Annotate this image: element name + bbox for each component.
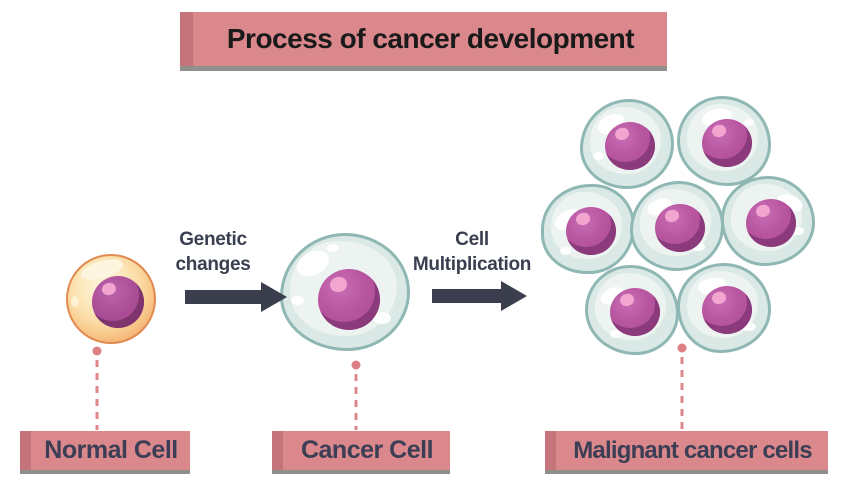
cell-nucleus (702, 286, 752, 334)
connector-malignant-cells (677, 343, 687, 430)
cell-highlight (373, 312, 391, 324)
malignant-cell (630, 181, 724, 271)
cell-highlight (291, 296, 304, 305)
stage-label-text: Normal Cell (44, 436, 178, 464)
cell-highlight (744, 119, 754, 126)
stage-label-normal-cell: Normal Cell (20, 431, 190, 474)
cell-nucleus (318, 269, 380, 330)
cell-highlight (742, 322, 756, 331)
transition-label-cell-multiplication: Cell Multiplication (402, 227, 542, 277)
cancer-cell-illustration (280, 233, 410, 351)
cell-nucleus (605, 122, 655, 170)
cell-highlight (610, 330, 622, 338)
cell-highlight (71, 296, 79, 307)
nucleus-highlight (710, 290, 727, 306)
cell-nucleus (610, 288, 660, 336)
label-line: Multiplication (412, 254, 532, 275)
title-banner: Process of cancer development (180, 12, 667, 71)
connector-normal-cell (92, 346, 102, 430)
malignant-cell (580, 99, 674, 189)
nucleus-highlight (100, 281, 118, 297)
nucleus-highlight (574, 211, 591, 227)
nucleus-highlight (328, 275, 349, 294)
malignant-cell (585, 265, 679, 355)
nucleus-highlight (710, 123, 727, 139)
cell-highlight (792, 227, 804, 235)
label-line: Genetic (179, 229, 247, 250)
cell-highlight (691, 242, 705, 251)
tag-left-edge (545, 431, 556, 470)
tag-left-edge (272, 431, 283, 470)
cell-highlight (560, 247, 571, 255)
transition-label-genetic-changes: Genetic changes (148, 227, 278, 277)
cell-highlight (593, 152, 604, 160)
stage-label-cancer-cell: Cancer Cell (272, 431, 450, 474)
cell-nucleus (566, 207, 616, 255)
arrow-right-icon (432, 281, 527, 311)
malignant-cell (677, 96, 771, 186)
nucleus-highlight (613, 126, 630, 142)
normal-cell-illustration (66, 254, 156, 344)
arrow-right-icon (185, 282, 287, 312)
nucleus-highlight (663, 208, 680, 224)
stage-label-text: Malignant cancer cells (573, 436, 812, 464)
cell-highlight (327, 244, 339, 252)
cell-nucleus (655, 204, 705, 252)
label-line: changes (175, 254, 251, 275)
tag-left-edge (20, 431, 31, 470)
malignant-cell (721, 176, 815, 266)
malignant-cell (677, 263, 771, 353)
nucleus-highlight (618, 292, 635, 308)
stage-label-malignant-cells: Malignant cancer cells (545, 431, 828, 474)
nucleus-highlight (754, 203, 771, 219)
connector-cancer-cell (351, 360, 361, 430)
banner-left-edge (180, 12, 193, 66)
page-title: Process of cancer development (226, 23, 635, 54)
cell-nucleus (746, 199, 796, 247)
stage-label-text: Cancer Cell (300, 436, 434, 464)
label-line: Cell (455, 229, 489, 250)
cell-nucleus (92, 276, 144, 328)
malignant-cell (541, 184, 635, 274)
cell-nucleus (702, 119, 752, 167)
